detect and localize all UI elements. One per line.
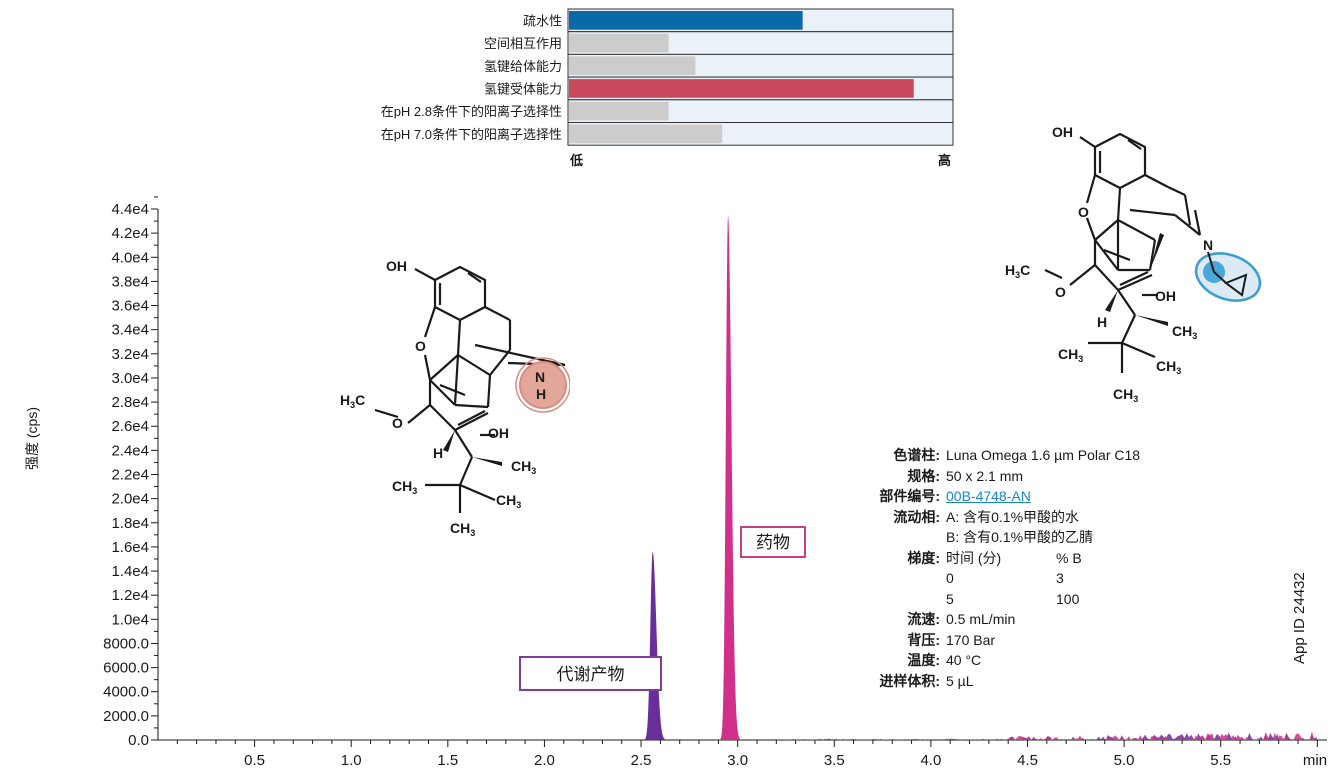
baseline-noise [776,731,1318,740]
drug-structure: OH O N O H OH H3C CH3 CH3 CH3 CH3 [1005,124,1262,404]
y-tick-label: 6000.0 [103,660,149,677]
temperature-row: 温度: 40 °C [907,652,982,668]
oh-label: OH [1052,124,1073,140]
y-tick-label: 4.2e4 [111,225,149,242]
x-tick-label: 1.0 [341,752,362,769]
x-tick-label: 0.5 [244,752,265,769]
y-tick-label: 3.4e4 [111,322,149,339]
bar-fill [569,33,669,53]
nitrogen-label: N [535,369,545,385]
oh-label: OH [488,425,509,441]
pressure-row: 背压: 170 Bar [907,631,996,648]
x-tick-label: 4.0 [920,752,941,769]
bar-label: 在pH 2.8条件下的阳离子选择性 [381,104,562,119]
oxygen-label: O [415,338,426,354]
hydrogen-label: H [1097,314,1107,330]
ch3-label: CH3 [1058,346,1083,364]
mobile-phase-row: 流动相: A: 含有0.1%甲酸的水 [893,508,1080,525]
y-tick-label: 8000.0 [103,635,149,652]
gradient-row: 梯度: 时间 (分) % B [907,549,1082,566]
y-tick-label: 1.2e4 [111,587,149,604]
baseline-noise [776,732,1318,740]
y-tick-label: 3.2e4 [111,346,149,363]
y-tick-label: 2000.0 [103,708,149,725]
y-tick-label: 1.6e4 [111,539,149,556]
gradient-step-row: 0 3 [946,570,1064,586]
method-conditions: 色谱柱: Luna Omega 1.6 µm Polar C18 规格: 50 … [858,445,1140,691]
app-id: App ID 24432 [1291,572,1308,664]
ch3-label: CH3 [511,458,536,476]
gradient-step-row: 5 100 [946,590,1080,607]
ch3-label: CH3 [1156,358,1181,376]
y-tick-label: 0.0 [128,732,149,749]
metabolite-peak-label: 代谢产物 [519,656,662,691]
y-tick-label: 2.8e4 [111,394,149,411]
dimension-row: 规格: 50 x 2.1 mm [907,467,1024,484]
bar-label: 在pH 7.0条件下的阳离子选择性 [381,127,562,142]
drug-peak [716,215,744,740]
y-tick-label: 1.0e4 [111,611,149,628]
column-row: 色谱柱: Luna Omega 1.6 µm Polar C18 [893,447,1141,463]
x-tick-label: 5.0 [1114,752,1135,769]
part-number-link[interactable]: 00B-4748-AN [946,488,1031,504]
nitrogen-label: N [1203,237,1213,253]
y-tick-label: 2.6e4 [111,418,149,435]
bar-fill [569,124,723,144]
bar-label: 氢键给体能力 [484,59,562,74]
oh-label: OH [1155,288,1176,304]
x-tick-label: 2.5 [631,752,652,769]
x-tick-label: 2.0 [534,752,555,769]
mobile-phase-b-row: B: 含有0.1%甲酸的乙腈 [946,529,1094,545]
metabolite-peak [641,551,669,740]
metabolite-structure: OH O N H O H OH H3C CH3 CH3 CH3 CH3 [340,258,570,538]
y-tick-label: 4.4e4 [111,201,149,218]
y-tick-label: 3.6e4 [111,298,149,315]
h3c-label: H3C [340,392,365,410]
y-tick-label: 1.8e4 [111,515,149,532]
flow-row: 流速: 0.5 mL/min [907,611,1016,627]
bar-fill [569,79,914,98]
oh-label: OH [386,258,407,274]
x-tick-label: 1.5 [437,752,458,769]
x-tick-label: 5.5 [1210,752,1231,769]
injection-row: 进样体积: 5 µL [879,672,974,689]
part-number-row: 部件编号: 00B-4748-AN [858,486,1140,507]
oxygen-label: O [392,415,403,431]
h3c-label: H3C [1005,262,1030,280]
bar-fill [569,56,696,76]
bar-fill [569,11,803,30]
oxygen-label: O [1055,284,1066,300]
y-tick-label: 3.8e4 [111,273,149,290]
x-tick-label: 3.5 [824,752,845,769]
ch3-label: CH3 [450,520,475,538]
ch3-label: CH3 [1172,323,1197,341]
oxygen-label: O [1078,204,1089,220]
x-tick-label: 4.5 [1017,752,1038,769]
y-tick-label: 2.4e4 [111,442,149,459]
ch3-label: CH3 [1113,386,1138,404]
x-tick-label: 3.0 [727,752,748,769]
ch3-label: CH3 [392,478,417,496]
nh-hydrogen-label: H [536,386,546,402]
ch3-label: CH3 [496,492,521,510]
high-label: 高 [938,153,951,168]
y-tick-label: 4000.0 [103,684,149,701]
low-label: 低 [569,153,583,168]
bar-label: 空间相互作用 [484,36,562,51]
y-tick-label: 2.0e4 [111,491,149,508]
y-tick-label: 1.4e4 [111,563,149,580]
y-axis-label: 强度 (cps) [24,407,40,470]
bar-label: 疏水性 [523,13,562,28]
bar-fill [569,101,669,121]
drug-peak-label: 药物 [740,526,806,558]
y-tick-label: 4.0e4 [111,249,149,266]
y-tick-label: 2.2e4 [111,467,149,484]
x-axis-label: min [1303,752,1327,769]
hydrogen-label: H [433,445,443,461]
bar-label: 氢键受体能力 [484,81,562,96]
y-tick-label: 3.0e4 [111,370,149,387]
